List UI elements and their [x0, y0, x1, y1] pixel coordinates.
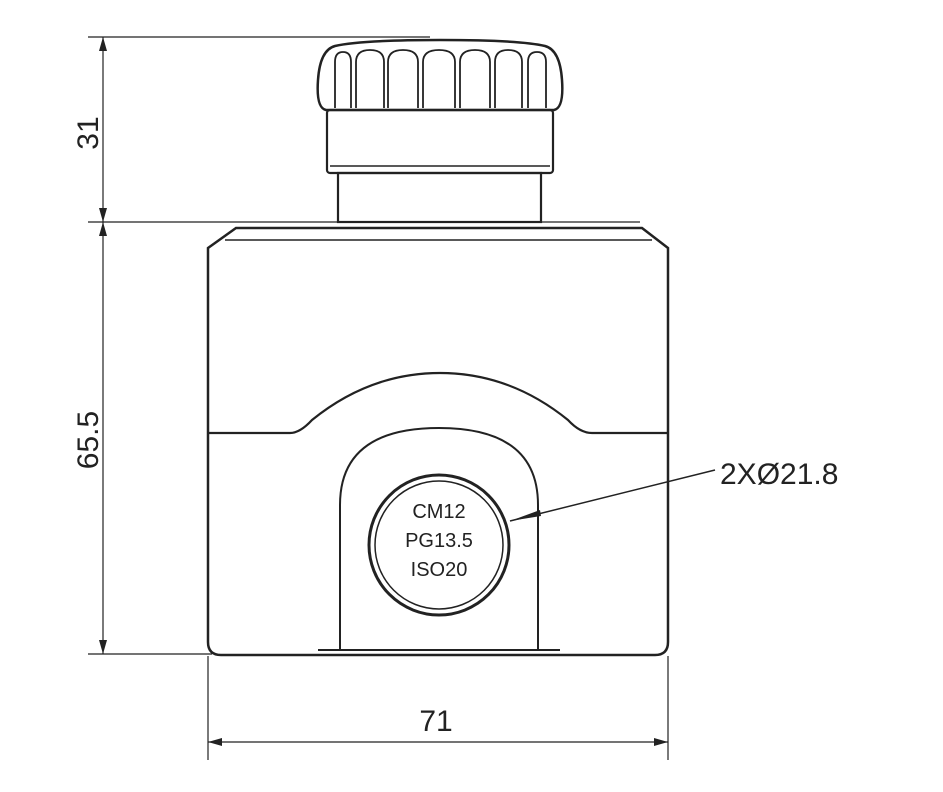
dimension-body-height: 65.5 [72, 411, 105, 469]
enclosure-body [206, 226, 670, 657]
hole-label-pg: PG13.5 [405, 530, 473, 552]
hole-label-iso: ISO20 [411, 559, 468, 581]
hole-callout-label: 2XØ21.8 [720, 458, 838, 491]
vertical-dimensions: 31 65.5 [72, 36, 640, 655]
cable-entry-hole: CM12 PG13.5 ISO20 [367, 473, 511, 617]
knurled-cap [316, 38, 564, 224]
dimension-width: 71 [419, 705, 452, 738]
horizontal-dimension: 71 [207, 656, 669, 760]
hole-label-cm12: CM12 [412, 501, 465, 523]
hole-callout: 2XØ21.8 [509, 458, 838, 522]
dimension-top-height: 31 [72, 116, 105, 149]
